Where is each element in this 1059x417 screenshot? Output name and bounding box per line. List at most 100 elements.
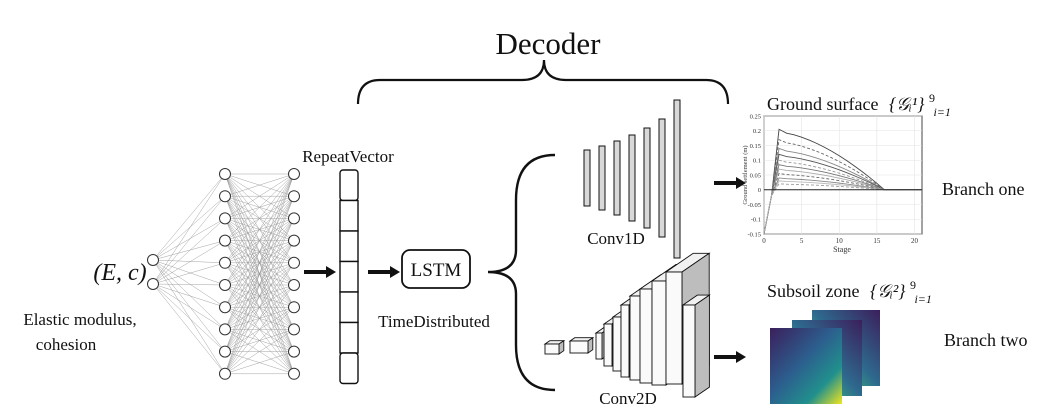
conv1d-filter — [598, 145, 606, 211]
nn-neuron — [219, 323, 231, 336]
nn-neuron — [219, 279, 231, 291]
nn-neuron — [288, 345, 300, 358]
repeatvector-cell — [339, 199, 359, 232]
conv2d-front-face — [620, 304, 630, 378]
plot-xtick-label: 15 — [873, 237, 881, 245]
nn-edge — [224, 307, 295, 374]
plot-series-line — [763, 153, 922, 235]
plot-ytick-label: 0 — [758, 187, 761, 194]
plot-series-line — [763, 183, 922, 235]
plot-ytick-label: -0.15 — [747, 231, 761, 238]
nn-neuron — [219, 212, 231, 225]
conv2d-side-face — [694, 294, 710, 398]
nn-neuron — [147, 278, 159, 290]
lstm-label: LSTM — [411, 260, 462, 281]
repeatvector-cell — [339, 230, 359, 263]
plot-ylabel: Ground settlement (m) — [742, 145, 749, 204]
repeatvector-cell — [339, 260, 359, 293]
conv2d-front-face — [612, 316, 622, 372]
nn-edge — [152, 259, 226, 264]
nn-edge — [152, 283, 226, 374]
plot-xtick-label: 0 — [762, 237, 766, 245]
plot-grid — [763, 115, 922, 235]
nn-edge — [152, 173, 226, 261]
nn-neuron — [219, 168, 231, 180]
nn-edge — [224, 262, 295, 374]
conv2d-front-face — [603, 323, 613, 367]
nn-edge — [224, 173, 295, 263]
nn-edge — [152, 283, 226, 286]
nn-edge — [224, 351, 295, 375]
nn-neuron — [288, 256, 300, 269]
branch-one-label: Branch one — [942, 179, 1024, 199]
conv1d-filter — [673, 99, 681, 259]
nn-edge — [152, 283, 226, 352]
nn-edge — [152, 218, 226, 285]
decoder-brace — [356, 59, 730, 105]
nn-neuron — [288, 168, 300, 180]
input-description-line2: cohesion — [36, 335, 97, 354]
conv2d-side-face — [587, 336, 594, 354]
nn-neuron — [288, 367, 300, 380]
conv2d-block — [543, 252, 711, 398]
conv1d-label: Conv1D — [587, 229, 645, 248]
nn-edge — [224, 173, 295, 308]
subsoil-heatmap-stack — [770, 310, 880, 404]
arrow-nn-to-repeat-head — [326, 266, 336, 278]
nn-edge — [224, 173, 295, 330]
nn-neuron — [288, 279, 300, 291]
plot-ytick-label: -0.05 — [747, 202, 761, 209]
nn-edge — [152, 259, 226, 352]
nn-edge — [224, 173, 295, 197]
nn-edge — [224, 196, 295, 374]
plot-series-line — [763, 164, 922, 235]
nn-edge — [152, 173, 226, 285]
conv1d-filter — [613, 140, 621, 216]
conv2d-front-face — [544, 343, 560, 355]
nn-neuron — [288, 301, 300, 314]
nn-edge — [152, 283, 226, 308]
nn-neuron — [288, 190, 300, 203]
plot-ytick-label: 0.25 — [750, 113, 761, 120]
nn-edge — [152, 240, 226, 261]
heatmap-front — [770, 328, 842, 404]
repeatvector-cell — [339, 321, 359, 354]
plot-series-line — [763, 138, 922, 235]
nn-edge — [152, 196, 226, 261]
branch-brace — [487, 153, 556, 392]
timedistributed-label: TimeDistributed — [378, 312, 490, 331]
nn-edge — [152, 283, 226, 330]
conv1d-filter — [583, 149, 591, 207]
repeatvector-cell — [339, 169, 359, 202]
nn-edge — [224, 329, 295, 374]
nn-edge — [152, 262, 226, 285]
plot-ytick-label: 0.2 — [753, 128, 761, 135]
conv2d-label: Conv2D — [599, 389, 657, 408]
conv2d-front-face — [629, 295, 641, 381]
plot-series-line — [763, 173, 922, 235]
nn-edge — [224, 173, 295, 352]
nn-edge — [224, 284, 295, 374]
repeatvector-block — [339, 169, 359, 385]
plot-xtick-label: 10 — [836, 237, 844, 245]
nn-edge — [152, 259, 226, 330]
conv2d-front-face — [651, 280, 667, 386]
conv2d-front-face — [682, 304, 696, 398]
nn-edge — [152, 218, 226, 261]
nn-neuron — [219, 190, 231, 203]
nn-edge — [152, 259, 226, 286]
repeatvector-cell — [339, 352, 359, 385]
conv1d-block — [583, 99, 681, 259]
conv1d-filter — [658, 118, 666, 238]
dense-network — [147, 168, 300, 380]
plot-ytick-label: 0.1 — [753, 158, 761, 165]
nn-neuron — [288, 212, 300, 225]
nn-neuron — [288, 323, 300, 336]
nn-edge — [224, 173, 295, 286]
nn-neuron — [219, 256, 231, 269]
plot-ytick-label: 0.05 — [750, 172, 761, 179]
branch-one-caption: Ground surface {𝒢ᵢ¹} 9 i=1 — [767, 86, 951, 119]
nn-edge — [224, 240, 295, 374]
